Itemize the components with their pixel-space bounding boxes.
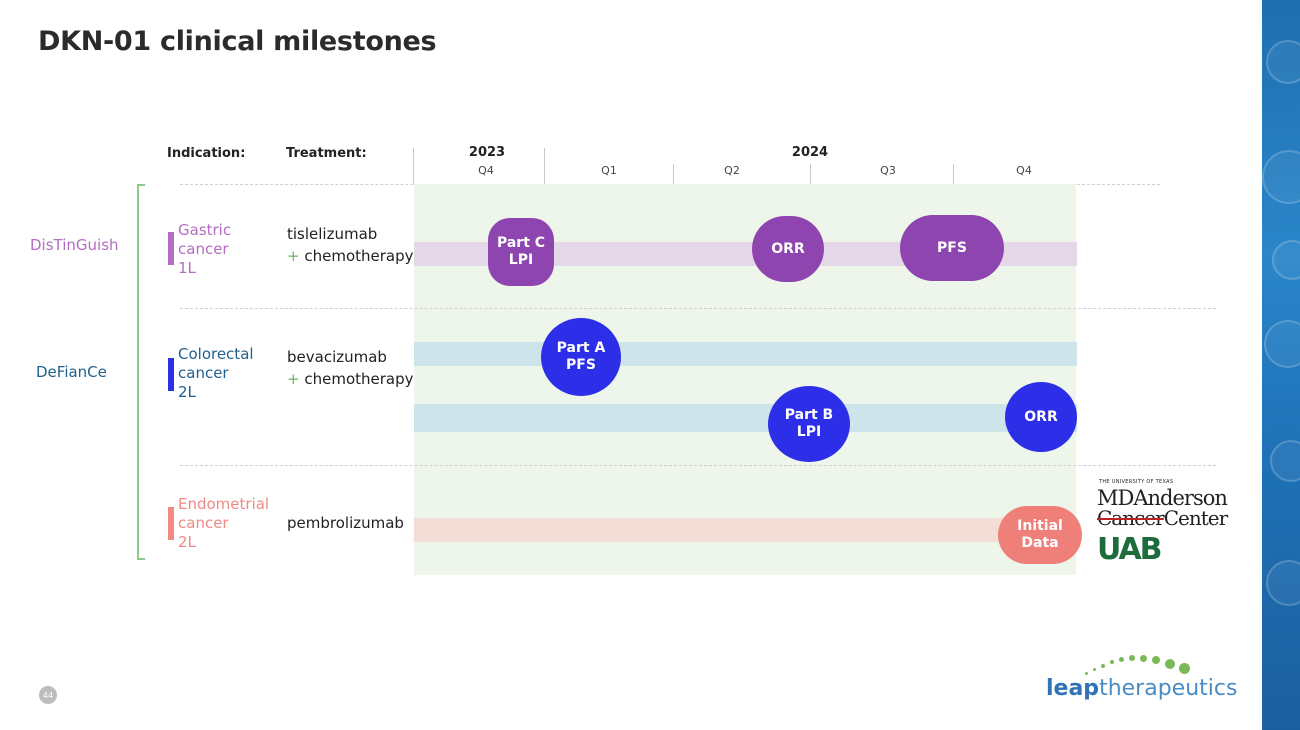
indication-color-bar — [168, 232, 174, 265]
timeline-divider — [953, 164, 954, 184]
indication-gastric: Gastric cancer 1L — [178, 221, 232, 277]
decorative-side-band — [1262, 0, 1300, 730]
trial-name-defiance: DeFianCe — [36, 363, 107, 381]
treatment-header: Treatment: — [286, 146, 367, 161]
milestone-orr: ORR — [752, 216, 824, 282]
quarter-label: Q4 — [478, 164, 494, 177]
timeline-divider — [810, 164, 811, 184]
quarter-label: Q4 — [1016, 164, 1032, 177]
leap-therapeutics-logo: leaptherapeutics — [1046, 676, 1238, 701]
treatment-tislelizumab: tislelizumab + chemotherapy — [287, 225, 414, 265]
milestone-pfs: PFS — [900, 215, 1004, 281]
indication-endometrial: Endometrial cancer 2L — [178, 495, 270, 551]
milestone-orr: ORR — [1005, 382, 1077, 452]
trials-bracket — [137, 184, 145, 560]
quarter-label: Q1 — [601, 164, 617, 177]
trial-name-distinguish: DisTinGuish — [30, 236, 119, 254]
page-number: 44 — [39, 686, 57, 704]
slide-title: DKN-01 clinical milestones — [38, 26, 437, 57]
timeline-track — [414, 342, 1077, 366]
year-label-2024: 2024 — [791, 145, 829, 160]
indication-header: Indication: — [167, 146, 246, 161]
timeline-track — [414, 404, 1077, 432]
timeline-track — [414, 518, 1077, 542]
indication-colorectal: Colorectal cancer 2L — [178, 345, 254, 401]
md-anderson-logo: MDAnderson — [1097, 486, 1228, 510]
timeline-divider — [544, 148, 545, 184]
treatment-pembrolizumab: pembrolizumab — [287, 514, 404, 532]
md-anderson-logo-line2: CancerCenter — [1097, 506, 1228, 530]
row-divider — [180, 465, 1216, 466]
uab-logo: UAB — [1097, 532, 1163, 567]
quarter-label: Q3 — [880, 164, 896, 177]
quarter-label: Q2 — [724, 164, 740, 177]
md-anderson-logo-caption: THE UNIVERSITY OF TEXAS — [1099, 479, 1174, 485]
treatment-bevacizumab: bevacizumab + chemotherapy — [287, 348, 414, 388]
indication-color-bar — [168, 358, 174, 391]
timeline-divider — [673, 164, 674, 184]
indication-color-bar — [168, 507, 174, 540]
year-label-2023: 2023 — [468, 145, 506, 160]
row-divider — [180, 308, 1216, 309]
timeline-divider — [413, 148, 414, 184]
